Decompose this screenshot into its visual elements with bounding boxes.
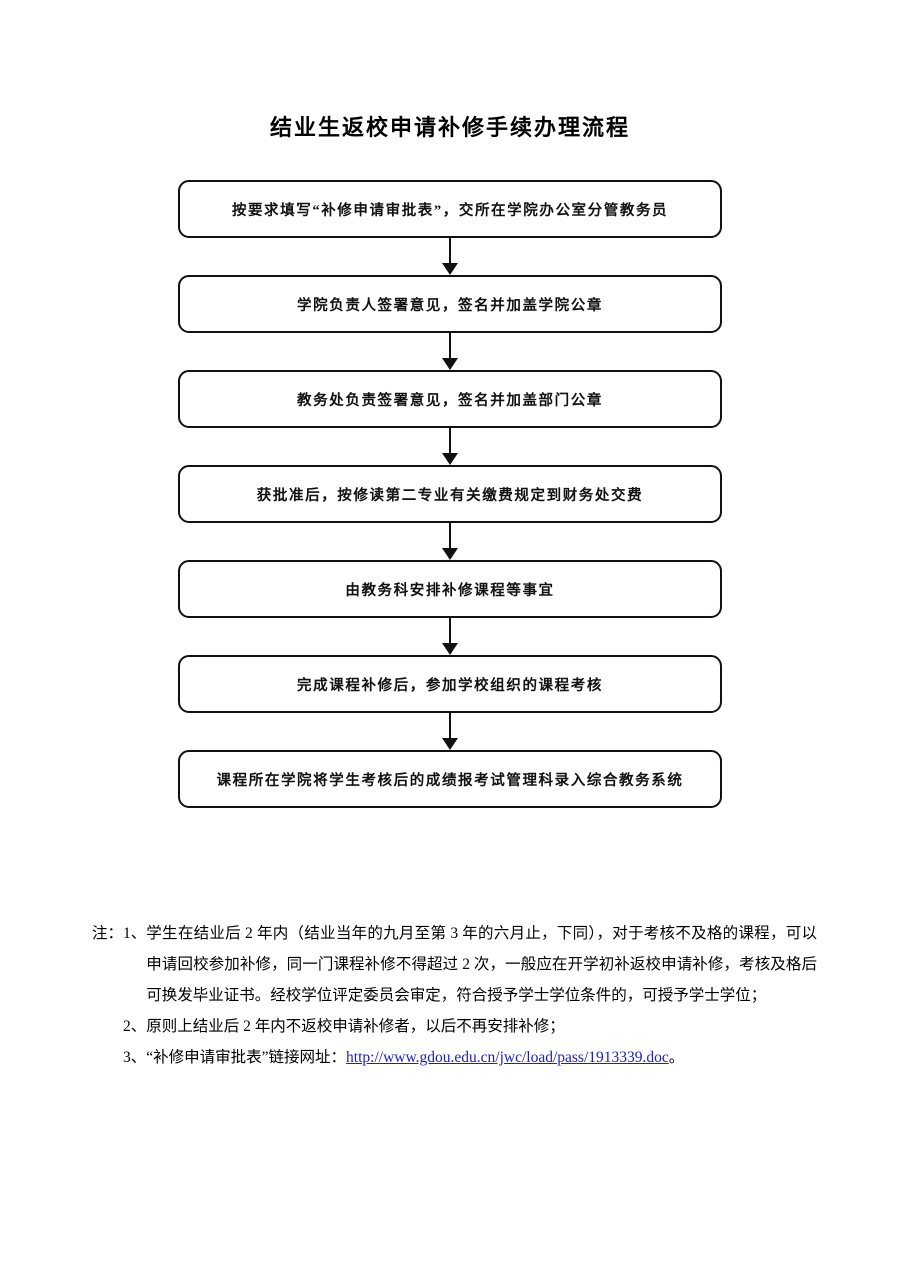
flow-arrow-5-to-6: [178, 618, 722, 655]
flow-step-5: 由教务科安排补修课程等事宜: [178, 560, 722, 618]
arrow-head-icon: [442, 263, 458, 275]
note-text-before-link: “补修申请审批表”链接网址：: [146, 1049, 347, 1066]
arrow-head-icon: [442, 548, 458, 560]
arrow-shaft: [449, 523, 451, 550]
flow-arrow-3-to-4: [178, 428, 722, 465]
notes-prefix-label: 注：: [92, 925, 124, 942]
arrow-shaft: [449, 713, 451, 740]
arrow-shaft: [449, 238, 451, 265]
page-title: 结业生返校申请补修手续办理流程: [269, 115, 630, 140]
flow-step-label: 完成课程补修后，参加学校组织的课程考核: [297, 677, 603, 694]
flow-arrow-4-to-5: [178, 523, 722, 560]
flow-step-label: 教务处负责签署意见，签名并加盖部门公章: [297, 392, 603, 409]
note-item-3: 3、 “补修申请审批表”链接网址：http://www.gdou.edu.cn/…: [92, 1042, 817, 1073]
notes-prefix-spacer: [92, 1042, 123, 1073]
note-marker: 3、: [123, 1049, 147, 1066]
note-marker: 2、: [123, 1018, 147, 1035]
flow-step-4: 获批准后，按修读第二专业有关缴费规定到财务处交费: [178, 465, 722, 523]
arrow-head-icon: [442, 643, 458, 655]
flow-step-6: 完成课程补修后，参加学校组织的课程考核: [178, 655, 722, 713]
flow-step-3: 教务处负责签署意见，签名并加盖部门公章: [178, 370, 722, 428]
flow-step-2: 学院负责人签署意见，签名并加盖学院公章: [178, 275, 722, 333]
flow-step-label: 由教务科安排补修课程等事宜: [345, 582, 555, 599]
arrow-head-icon: [442, 358, 458, 370]
note-marker: 1、: [123, 925, 147, 942]
note-text: “补修申请审批表”链接网址：http://www.gdou.edu.cn/jwc…: [146, 1042, 817, 1073]
arrow-head-icon: [442, 738, 458, 750]
flow-step-label: 课程所在学院将学生考核后的成绩报考试管理科录入综合教务系统: [216, 772, 684, 789]
arrow-shaft: [449, 428, 451, 455]
note-text: 原则上结业后 2 年内不返校申请补修者，以后不再安排补修；: [146, 1018, 565, 1035]
flow-arrow-2-to-3: [178, 333, 722, 370]
note-text: 学生在结业后 2 年内（结业当年的九月至第 3 年的六月止，下同），对于考核不及…: [146, 925, 817, 1004]
note-item-1: 注： 1、 学生在结业后 2 年内（结业当年的九月至第 3 年的六月止，下同），…: [92, 918, 817, 1011]
notes-prefix-spacer: [92, 1011, 123, 1042]
flow-arrow-6-to-7: [178, 713, 722, 750]
arrow-head-icon: [442, 453, 458, 465]
note-text-after-link: 。: [668, 1049, 685, 1066]
flow-step-label: 学院负责人签署意见，签名并加盖学院公章: [297, 297, 603, 314]
application-form-link[interactable]: http://www.gdou.edu.cn/jwc/load/pass/191…: [346, 1049, 669, 1066]
arrow-shaft: [449, 333, 451, 360]
note-item-2: 2、 原则上结业后 2 年内不返校申请补修者，以后不再安排补修；: [92, 1011, 817, 1042]
flow-step-1: 按要求填写“补修申请审批表”，交所在学院办公室分管教务员: [178, 180, 722, 238]
flow-arrow-1-to-2: [178, 238, 722, 275]
arrow-shaft: [449, 618, 451, 645]
flow-step-label: 按要求填写“补修申请审批表”，交所在学院办公室分管教务员: [231, 202, 669, 219]
flow-step-7: 课程所在学院将学生考核后的成绩报考试管理科录入综合教务系统: [178, 750, 722, 808]
notes-section: 注： 1、 学生在结业后 2 年内（结业当年的九月至第 3 年的六月止，下同），…: [92, 918, 817, 1073]
flow-step-label: 获批准后，按修读第二专业有关缴费规定到财务处交费: [256, 487, 644, 504]
flowchart: 按要求填写“补修申请审批表”，交所在学院办公室分管教务员 学院负责人签署意见，签…: [178, 180, 722, 808]
